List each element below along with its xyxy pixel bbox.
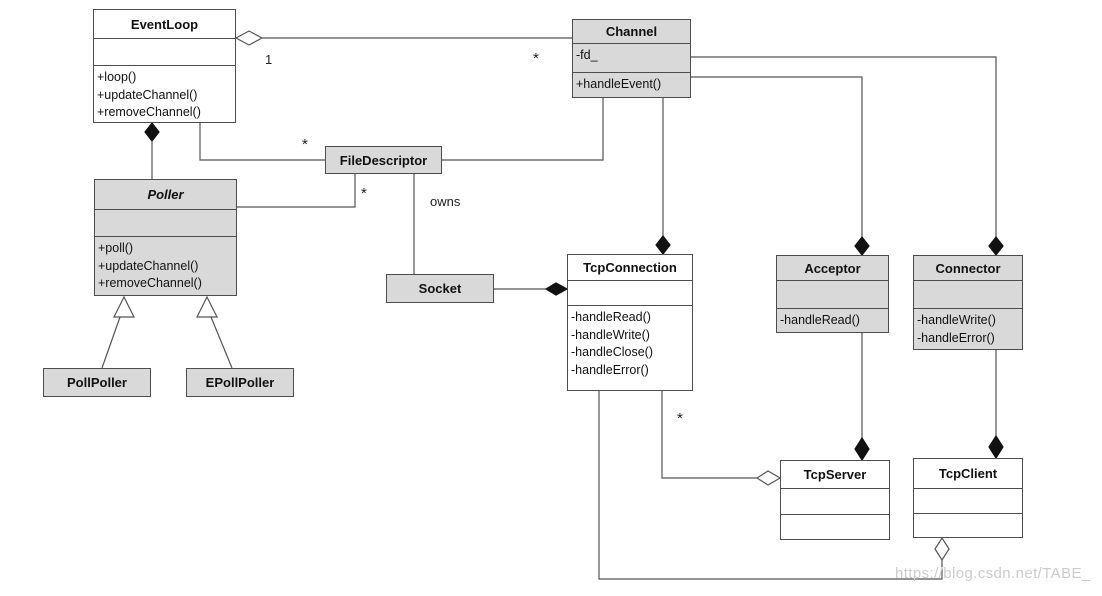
edge-poller-epollpoller — [210, 316, 233, 369]
class-poller: Poller +poll() +updateChannel() +removeC… — [94, 179, 237, 296]
class-socket-title: Socket — [418, 281, 462, 296]
class-filedescriptor: FileDescriptor — [325, 146, 442, 174]
class-channel-methods: +handleEvent() — [573, 72, 690, 97]
method: -handleRead() — [571, 310, 651, 324]
class-acceptor-title: Acceptor — [804, 260, 861, 276]
edge-tcpconnection-tcpserver — [661, 391, 757, 479]
class-poller-title: Poller — [147, 187, 184, 202]
class-epollpoller-title: EPollPoller — [205, 375, 275, 390]
method: -handleError() — [917, 330, 995, 345]
edge-eventloop-filedescriptor — [199, 123, 325, 161]
filled-diamond-acceptor-tcpserver — [854, 436, 870, 462]
class-acceptor: Acceptor -handleRead() — [776, 255, 889, 333]
multiplicity-filedescriptor-poller: * — [361, 185, 367, 202]
class-tcpserver: TcpServer — [780, 460, 890, 540]
filled-diamond-channel-tcpconnection — [655, 235, 671, 255]
class-tcpclient-attributes — [914, 488, 1022, 513]
method: -handleError() — [571, 362, 649, 377]
watermark-text: https://blog.csdn.net/TABE_ — [895, 565, 1091, 582]
method: -handleRead() — [780, 313, 860, 327]
class-tcpconnection: TcpConnection -handleRead() -handleWrite… — [567, 254, 693, 391]
open-diamond-tcpserver — [755, 470, 782, 486]
method: -handleClose() — [571, 345, 653, 359]
open-triangle-epollpoller — [196, 295, 218, 318]
edge-filedescriptor-poller — [237, 174, 356, 208]
class-tcpconnection-attributes — [568, 280, 692, 305]
class-connector: Connector -handleWrite() -handleError() — [913, 255, 1023, 350]
class-acceptor-attributes — [777, 280, 888, 308]
method: -handleWrite() — [917, 313, 996, 327]
class-channel-attributes: -fd_ — [573, 43, 690, 72]
edge-tcpconnection-tcpclient — [598, 391, 943, 580]
class-filedescriptor-title: FileDescriptor — [339, 152, 428, 168]
method: -handleWrite() — [571, 327, 650, 342]
open-diamond-tcpclient — [934, 536, 950, 562]
method: +removeChannel() — [97, 105, 201, 119]
class-socket: Socket — [386, 274, 494, 303]
class-eventloop-attributes — [94, 38, 235, 65]
class-tcpconnection-methods: -handleRead() -handleWrite() -handleClos… — [568, 305, 692, 390]
class-channel: Channel -fd_ +handleEvent() — [572, 19, 691, 98]
edge-poller-pollpoller — [101, 316, 121, 369]
class-channel-title: Channel — [605, 24, 658, 39]
class-connector-attributes — [914, 280, 1022, 308]
class-tcpclient-methods — [914, 513, 1022, 537]
multiplicity-filedescriptor-eventloop: * — [302, 136, 308, 153]
class-eventloop-title: EventLoop — [130, 16, 199, 32]
open-triangle-pollpoller — [113, 295, 135, 318]
multiplicity-tcpconnection-tcpserver: * — [677, 410, 683, 427]
multiplicity-eventloop-one: 1 — [265, 52, 273, 67]
class-eventloop: EventLoop +loop() +updateChannel() +remo… — [93, 9, 236, 123]
class-tcpclient: TcpClient — [913, 458, 1023, 538]
class-tcpclient-title: TcpClient — [938, 466, 998, 481]
filled-diamond-eventloop-poller — [144, 122, 160, 142]
method: +updateChannel() — [98, 258, 199, 273]
attribute: -fd_ — [576, 48, 598, 62]
edge-filedescriptor-channel — [442, 98, 604, 161]
class-eventloop-methods: +loop() +updateChannel() +removeChannel(… — [94, 65, 235, 122]
edge-channel-connector — [691, 56, 997, 237]
class-tcpserver-attributes — [781, 488, 889, 514]
method: +removeChannel() — [98, 276, 202, 290]
filled-diamond-channel-acceptor — [854, 236, 870, 256]
class-pollpoller: PollPoller — [43, 368, 151, 397]
class-tcpconnection-title: TcpConnection — [583, 260, 677, 275]
method: +updateChannel() — [97, 87, 198, 102]
multiplicity-channel-many: * — [533, 50, 539, 67]
class-connector-methods: -handleWrite() -handleError() — [914, 308, 1022, 349]
filled-diamond-socket-tcpconnection — [544, 282, 569, 296]
class-tcpserver-methods — [781, 514, 889, 539]
class-poller-methods: +poll() +updateChannel() +removeChannel(… — [95, 236, 236, 295]
method: +loop() — [97, 70, 137, 84]
method: +handleEvent() — [576, 77, 662, 91]
edge-channel-acceptor — [691, 76, 863, 237]
class-connector-title: Connector — [935, 260, 1001, 276]
method: +poll() — [98, 241, 134, 255]
class-poller-attributes — [95, 209, 236, 236]
class-pollpoller-title: PollPoller — [67, 375, 127, 390]
class-epollpoller: EPollPoller — [186, 368, 294, 397]
class-acceptor-methods: -handleRead() — [777, 308, 888, 332]
open-diamond-eventloop — [234, 30, 264, 46]
filled-diamond-channel-connector — [988, 236, 1004, 256]
class-tcpserver-title: TcpServer — [803, 467, 867, 482]
role-label-owns: owns — [430, 194, 461, 209]
filled-diamond-connector-tcpclient — [988, 434, 1004, 460]
